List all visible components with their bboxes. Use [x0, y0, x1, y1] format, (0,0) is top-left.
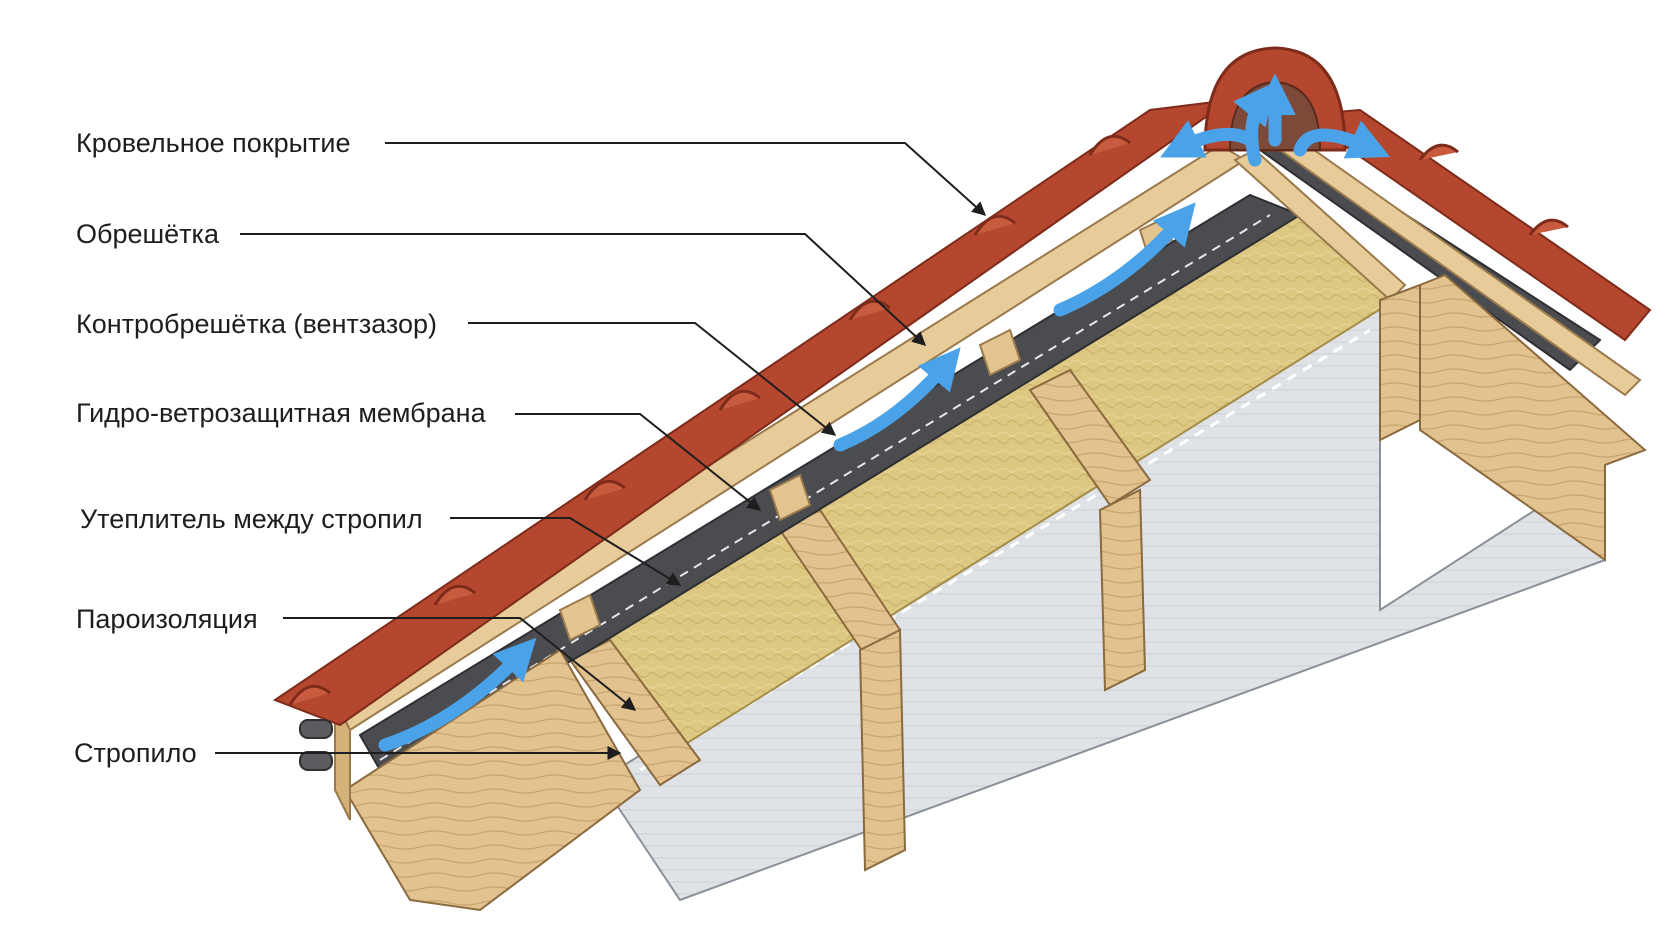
airflow-arrows: [378, 73, 1391, 752]
label-counter-battens: Контробрешётка (вентзазор): [76, 309, 437, 339]
leader-lines: [215, 142, 987, 760]
airflow-arrow-1: [378, 637, 537, 752]
leader-insulation: [450, 517, 682, 586]
battens: [558, 216, 1174, 642]
label-battens: Обрешётка: [76, 219, 220, 249]
gutter: [299, 719, 333, 771]
right-gable-wall: [1419, 273, 1647, 562]
leader-counter-battens: [468, 322, 837, 436]
leader-battens: [240, 233, 927, 346]
airflow-arrow-7: [1160, 120, 1257, 158]
leader-membrane: [515, 413, 762, 511]
leader-vapor-barrier: [283, 617, 637, 711]
airflow-arrow-2: [833, 347, 961, 452]
rafters: [568, 368, 1152, 872]
layer-labels: Кровельное покрытие Обрешётка Контробреш…: [74, 128, 487, 768]
airflow-arrow-3: [1053, 202, 1196, 317]
label-vapor-barrier: Пароизоляция: [76, 604, 258, 634]
label-membrane: Гидро-ветрозащитная мембрана: [76, 398, 487, 428]
label-rafter: Стропило: [74, 738, 197, 768]
leader-roof-covering: [385, 142, 987, 216]
membrane-dashes: [379, 214, 1271, 761]
vapor-barrier-dashes: [639, 328, 1371, 772]
right-gable-post: [1379, 283, 1421, 442]
label-insulation: Утеплитель между стропил: [80, 504, 423, 534]
label-roof-covering: Кровельное покрытие: [76, 128, 351, 158]
airflow-arrow-6: [1293, 120, 1391, 159]
